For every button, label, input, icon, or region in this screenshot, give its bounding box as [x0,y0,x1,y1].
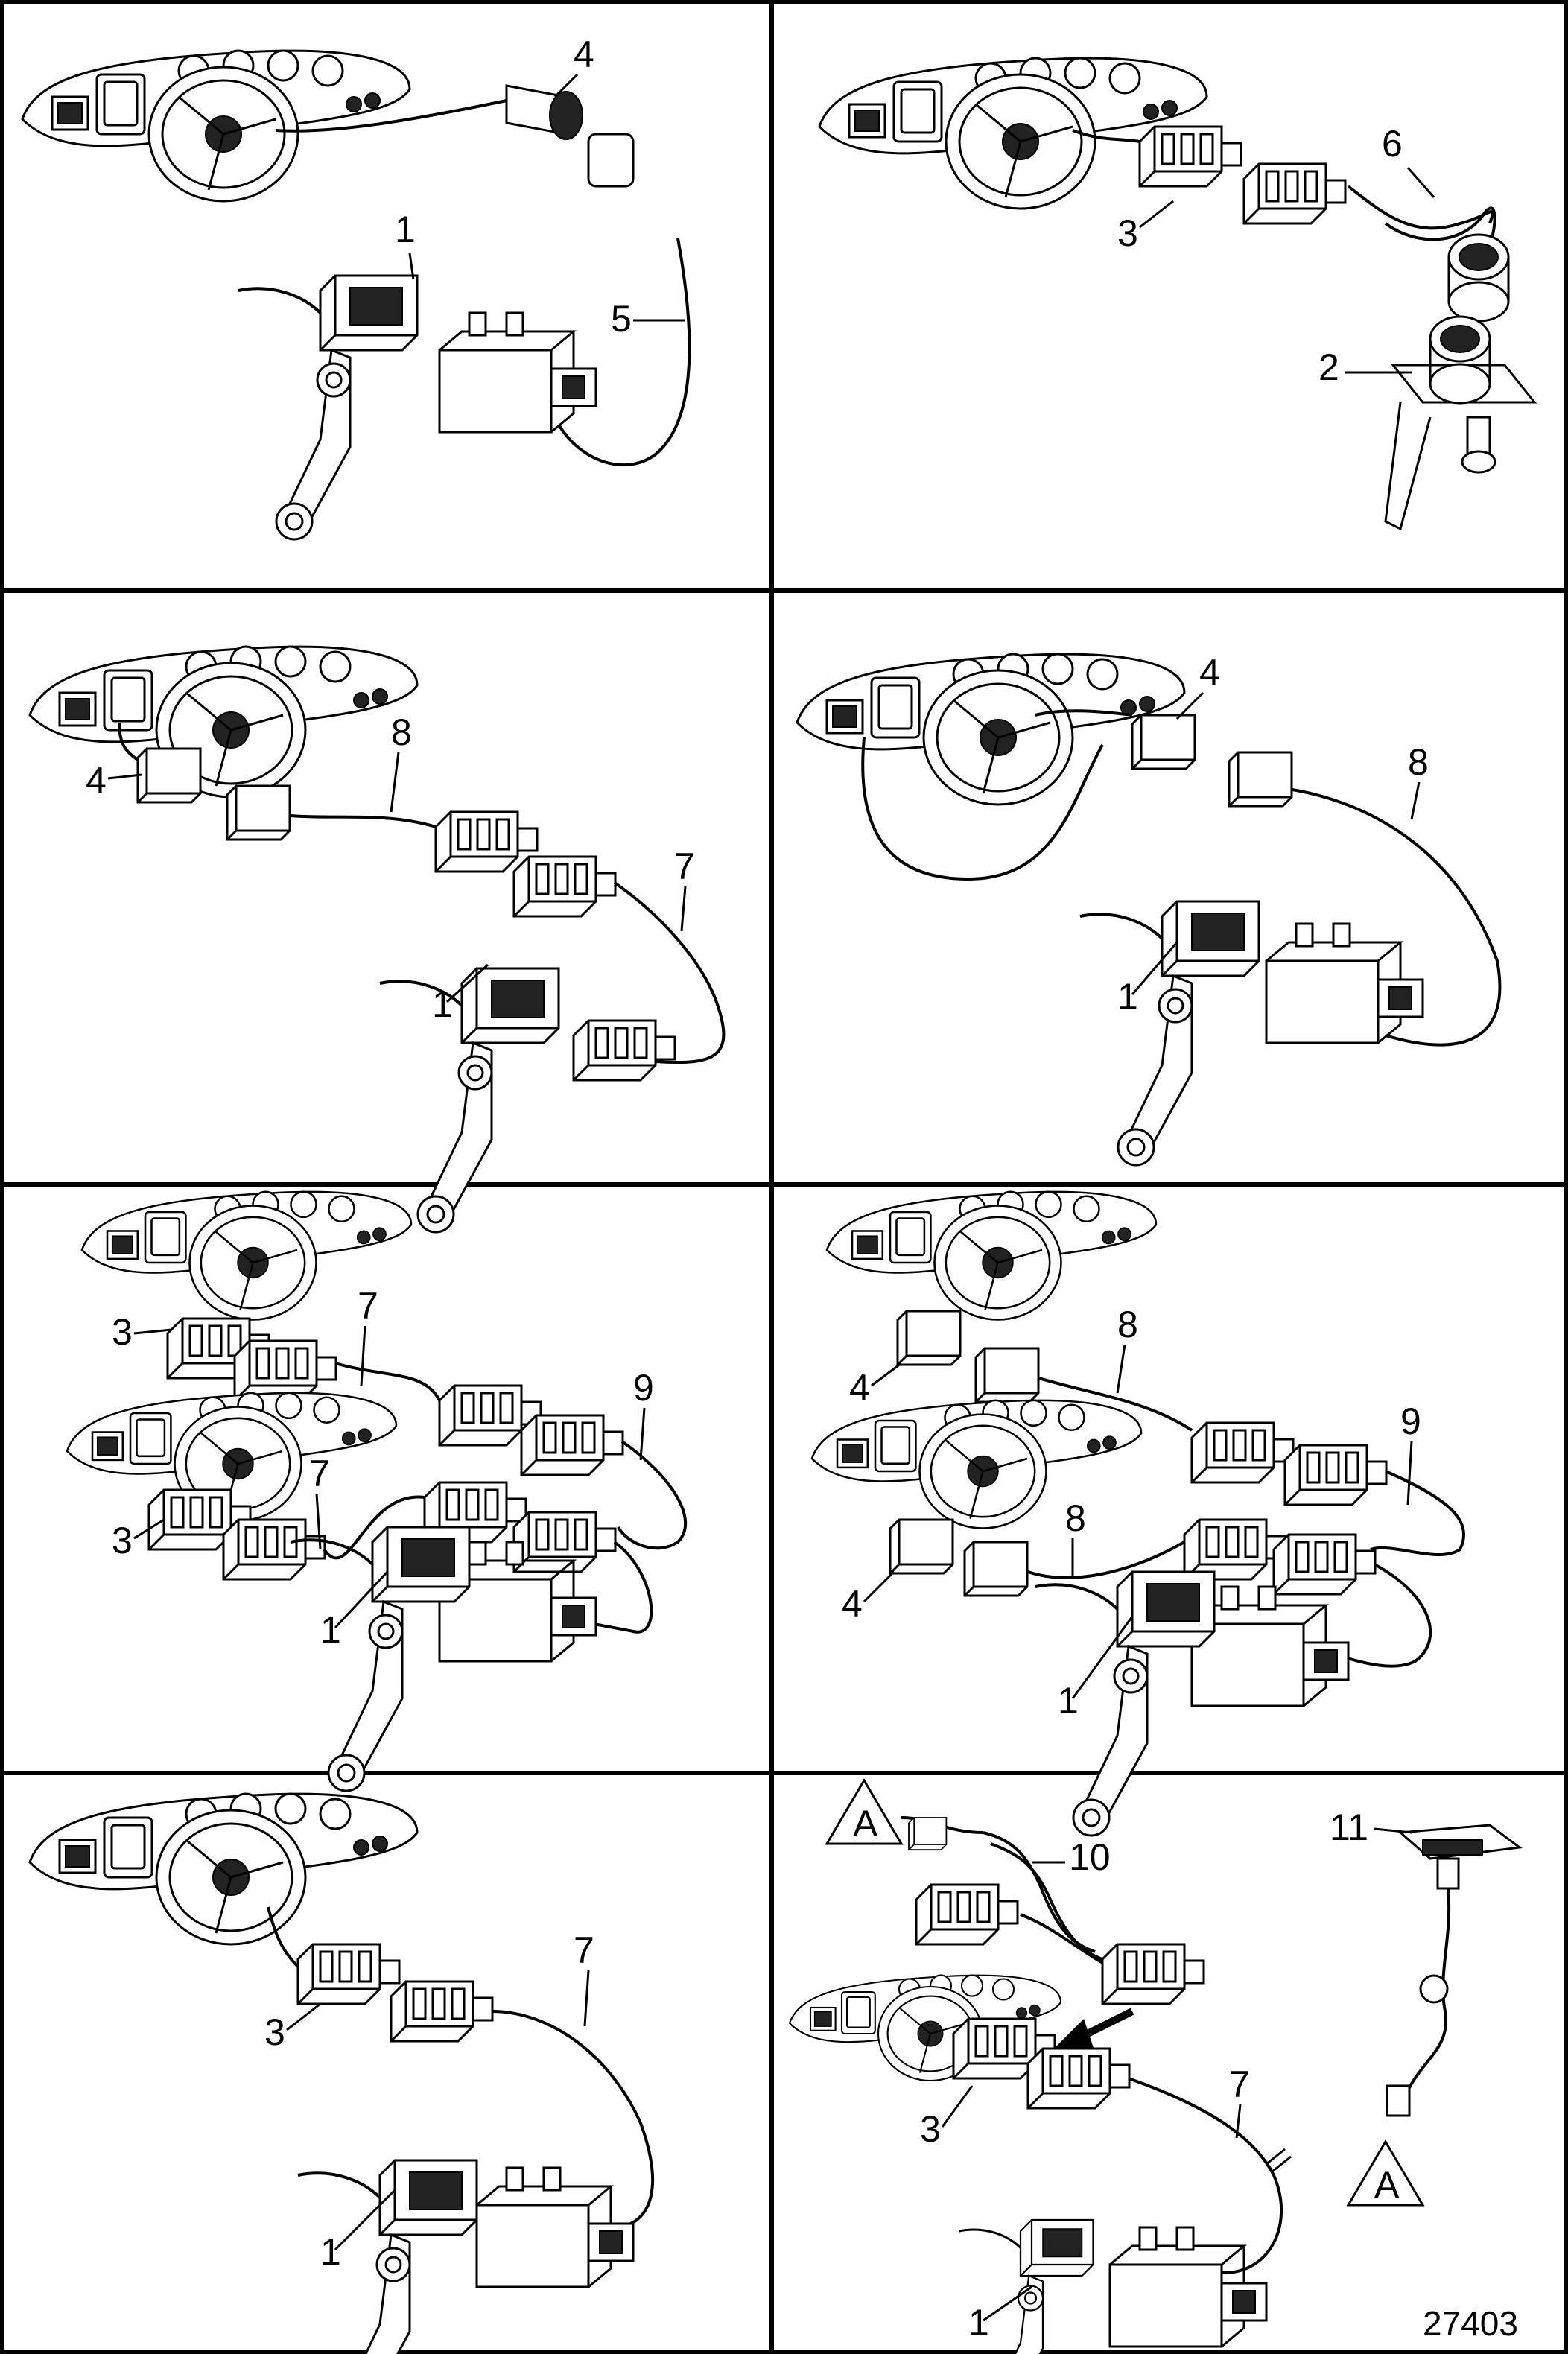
callout-p4-8: 8 [1408,741,1429,783]
warning-triangle-a-bottom: A [1346,2139,1425,2207]
callout-p8-10: 10 [1069,1836,1111,1878]
adapter-4 [136,747,202,804]
callout-p6-4a: 4 [849,1367,870,1409]
elbow-connector-5 [587,133,681,239]
callout-p3-7: 7 [674,846,695,887]
callout-p8-11: 11 [1330,1806,1368,1848]
callout-p5-1: 1 [320,1609,341,1651]
callout-p6-9: 9 [1400,1400,1421,1442]
callout-p5-3b: 3 [112,1520,133,1561]
callout-p6-1: 1 [1058,1680,1079,1722]
callout-p5-9: 9 [633,1367,654,1409]
direction-arrow [1050,2008,1134,2052]
callout-p3-1: 1 [432,983,453,1025]
key-switch-11 [1386,1824,1523,2117]
callout-p7-3: 3 [264,2011,285,2053]
callout-p1-5: 5 [611,298,632,340]
panel-3: 8 4 7 1 [28,645,726,1234]
callout-p1-1: 1 [395,209,416,250]
callout-p3-8: 8 [391,711,412,753]
sensor-bracket-2 [1384,315,1537,531]
svg-text:A: A [853,1803,878,1844]
callout-p7-7: 7 [574,1929,594,1971]
adapter-4 [1131,714,1196,770]
callout-p6-4b: 4 [842,1583,863,1625]
callout-p4-1: 1 [1117,976,1138,1018]
callout-p5-7b: 7 [309,1453,330,1494]
panel-5: 7 3 9 7 3 1 [66,1190,688,1792]
callout-p7-1: 1 [320,2231,341,2273]
callout-p6-8b: 8 [1065,1497,1086,1539]
panel-6: 8 4 9 8 4 1 [810,1190,1465,1837]
panel-2: 6 3 2 [818,57,1537,531]
warning-triangle-a-top: A [825,1778,904,1845]
callout-p2-6: 6 [1382,123,1403,165]
callout-p8-7: 7 [1229,2063,1250,2105]
callout-p8-3: 3 [920,2108,941,2150]
adapter-harness-10 [915,1831,1205,2005]
svg-text:A: A [1374,2164,1400,2206]
panel-8: A [788,1778,1523,2354]
panel-7: 7 3 1 [28,1792,654,2354]
callout-p2-2: 2 [1318,346,1339,388]
callout-p2-3: 3 [1117,212,1138,254]
callout-p5-7a: 7 [358,1285,378,1327]
callout-p8-1: 1 [968,2302,989,2344]
panel-1: 4 1 5 [21,34,691,541]
round-connector-6 [1447,233,1510,323]
callout-p1-4: 4 [574,34,594,75]
callout-p6-8a: 8 [1117,1304,1138,1345]
callout-p5-3a: 3 [112,1311,133,1353]
round-connector-4 [505,84,583,140]
callout-p3-4: 4 [86,760,107,802]
panel-4: 4 8 1 [796,652,1502,1167]
callout-p4-4: 4 [1199,652,1220,694]
figure-number: 27403 [1423,2304,1518,2343]
